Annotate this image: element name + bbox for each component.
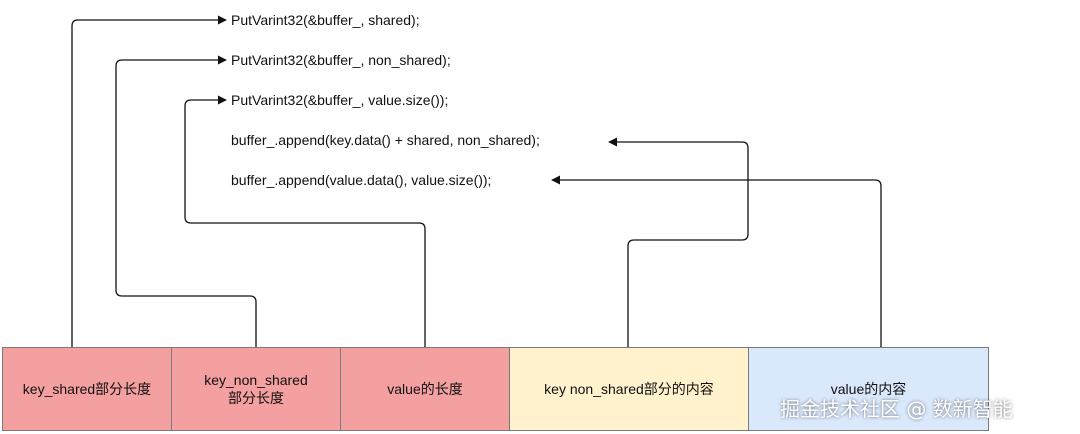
field-key-non-shared-length: key_non_shared 部分长度 [171, 347, 341, 431]
field-key-non-shared-content: key non_shared部分的内容 [509, 347, 749, 431]
field-value-length: value的长度 [340, 347, 510, 431]
field-label-line2: 部分长度 [228, 390, 284, 406]
code-line-5: buffer_.append(value.data(), value.size(… [231, 172, 492, 188]
watermark: 掘金技术社区 @ 数新智能 [780, 397, 1013, 421]
field-label: value的长度 [387, 381, 463, 397]
code-line-1: PutVarint32(&buffer_, shared); [231, 12, 420, 28]
field-key-shared-length: key_shared部分长度 [2, 347, 172, 431]
field-label: key non_shared部分的内容 [544, 381, 714, 397]
arrow-key-content-to-line-4 [608, 137, 749, 347]
arrow-value-len-to-line-3 [184, 95, 426, 347]
field-label: key_non_shared [204, 372, 308, 388]
arrow-non-shared-len-to-line-2 [115, 55, 257, 347]
field-label: value的内容 [830, 381, 907, 397]
field-value-content: value的内容 [748, 347, 989, 431]
arrow-value-content-to-line-5 [551, 175, 882, 347]
arrow-shared-to-line-1 [71, 15, 227, 347]
field-label: key_shared部分长度 [22, 381, 152, 397]
code-line-2: PutVarint32(&buffer_, non_shared); [231, 52, 451, 68]
code-line-4: buffer_.append(key.data() + shared, non_… [231, 132, 540, 148]
code-line-3: PutVarint32(&buffer_, value.size()); [231, 92, 449, 108]
